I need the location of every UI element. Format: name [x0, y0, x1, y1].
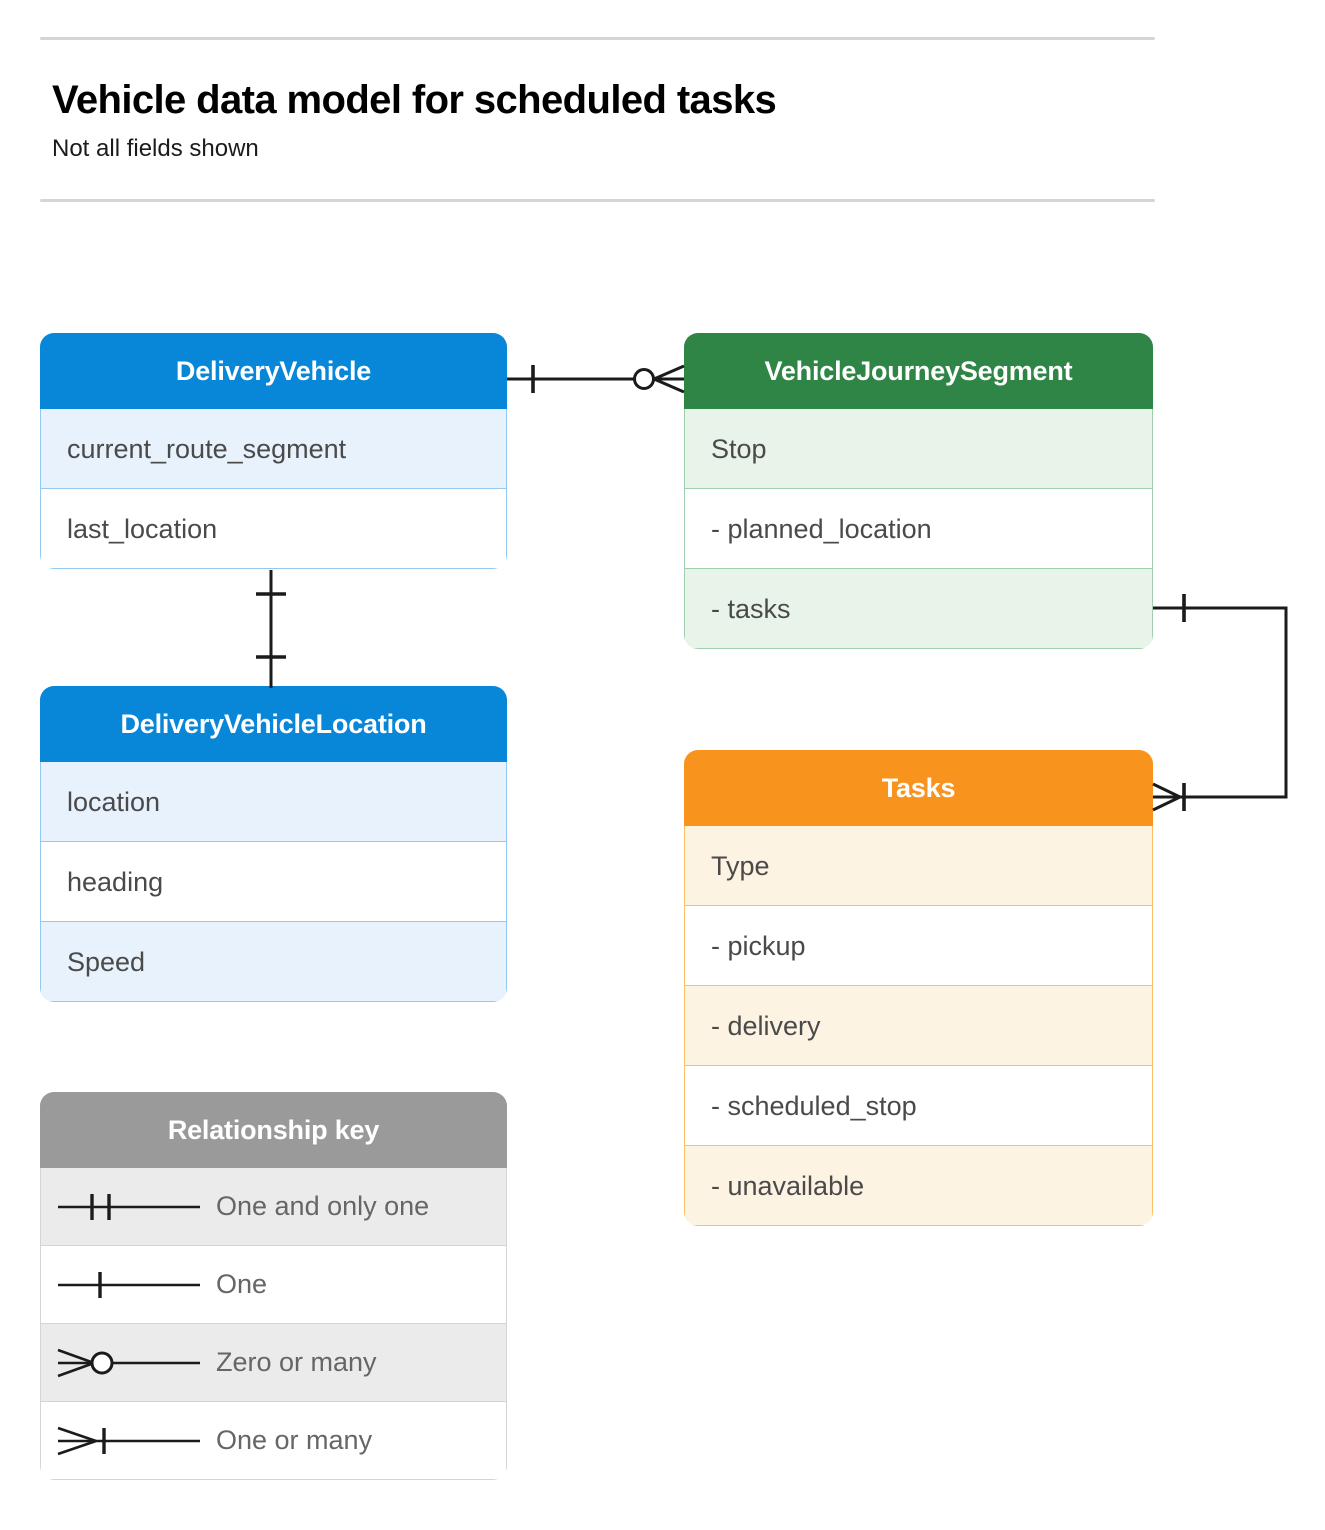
- legend-row-one: One: [40, 1246, 507, 1324]
- legend-label-one: One: [216, 1269, 268, 1299]
- relationship-vehiclejourneysegment-tasks: [1152, 594, 1288, 812]
- one-and-only-one-symbol: [41, 1187, 216, 1227]
- entity-delivery-vehicle-title: DeliveryVehicle: [40, 333, 507, 409]
- legend-row-one-and-only-one: One and only one: [40, 1168, 507, 1246]
- legend-label-one-or-many: One or many: [216, 1425, 373, 1455]
- legend-row-one-or-many: One or many: [40, 1402, 507, 1480]
- entity-vehicle-journey-segment-field-1: - planned_location: [684, 489, 1153, 569]
- header-divider-bottom: [40, 199, 1155, 202]
- relationship-key-legend[interactable]: Relationship key One and only one One: [40, 1092, 507, 1480]
- legend-label-one-and-only-one: One and only one: [216, 1191, 430, 1221]
- entity-tasks-title: Tasks: [684, 750, 1153, 826]
- page-title: Vehicle data model for scheduled tasks: [52, 78, 777, 122]
- entity-vehicle-journey-segment-field-2: - tasks: [684, 569, 1153, 649]
- legend-row-zero-or-many: Zero or many: [40, 1324, 507, 1402]
- zero-or-many-symbol: [41, 1343, 216, 1383]
- one-or-many-symbol: [41, 1421, 216, 1461]
- entity-vehicle-journey-segment[interactable]: VehicleJourneySegment Stop - planned_loc…: [684, 333, 1153, 649]
- entity-delivery-vehicle-location[interactable]: DeliveryVehicleLocation location heading…: [40, 686, 507, 1002]
- relationship-deliveryvehicle-deliveryvehiclelocation: [256, 570, 286, 688]
- entity-delivery-vehicle-field-1: last_location: [40, 489, 507, 569]
- entity-tasks-field-1: - pickup: [684, 906, 1153, 986]
- entity-delivery-vehicle[interactable]: DeliveryVehicle current_route_segment la…: [40, 333, 507, 569]
- entity-delivery-vehicle-location-field-1: heading: [40, 842, 507, 922]
- relationship-deliveryvehicle-vehiclejourneysegment: [507, 364, 685, 394]
- legend-label-zero-or-many: Zero or many: [216, 1347, 377, 1377]
- entity-vehicle-journey-segment-field-0: Stop: [684, 409, 1153, 489]
- entity-tasks[interactable]: Tasks Type - pickup - delivery - schedul…: [684, 750, 1153, 1226]
- entity-delivery-vehicle-location-field-0: location: [40, 762, 507, 842]
- page-subtitle: Not all fields shown: [52, 135, 259, 162]
- entity-tasks-field-3: - scheduled_stop: [684, 1066, 1153, 1146]
- entity-delivery-vehicle-location-title: DeliveryVehicleLocation: [40, 686, 507, 762]
- entity-tasks-field-4: - unavailable: [684, 1146, 1153, 1226]
- entity-tasks-field-2: - delivery: [684, 986, 1153, 1066]
- entity-vehicle-journey-segment-title: VehicleJourneySegment: [684, 333, 1153, 409]
- entity-delivery-vehicle-location-field-2: Speed: [40, 922, 507, 1002]
- one-symbol: [41, 1265, 216, 1305]
- entity-delivery-vehicle-field-0: current_route_segment: [40, 409, 507, 489]
- header-divider-top: [40, 37, 1155, 40]
- entity-tasks-field-0: Type: [684, 826, 1153, 906]
- relationship-key-title: Relationship key: [40, 1092, 507, 1168]
